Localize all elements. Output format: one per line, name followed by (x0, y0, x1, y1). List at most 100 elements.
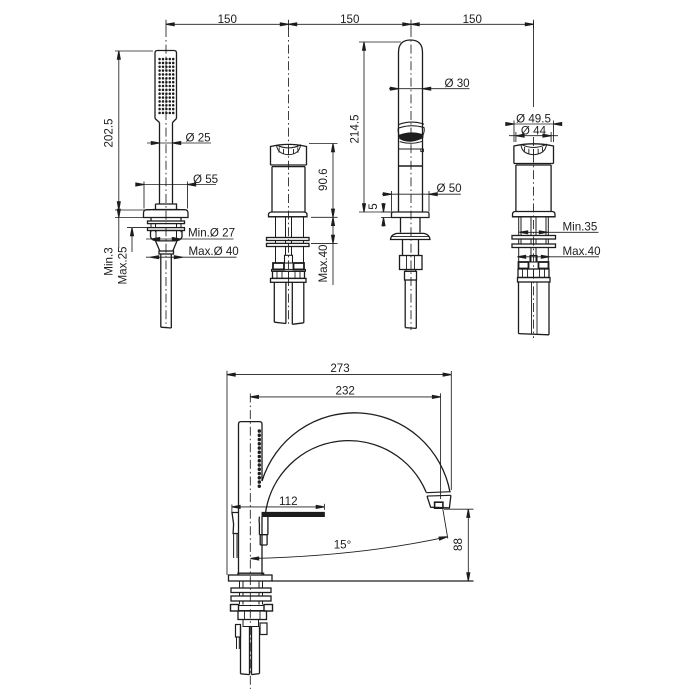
spout-dimensions: 214.5 Ø 30 Ø 50 5 (349, 41, 470, 227)
dimension-arrowhead (226, 372, 236, 377)
dimension-arrowhead (250, 394, 259, 399)
dimension-arrowhead (431, 394, 441, 399)
dimension-arrowhead (151, 236, 161, 242)
deck-min-label: Min.3 (103, 247, 116, 275)
dimension-arrowhead (116, 201, 121, 211)
hole-max-label: Max.Ø 40 (189, 245, 239, 258)
handle-valve-dimensions: 90.6 Max.40 (309, 143, 338, 285)
dimension-arrowhead (116, 50, 121, 60)
dimension-arrowhead (288, 22, 298, 27)
dimension-arrowhead (315, 504, 325, 509)
dimension-arrowhead (402, 22, 412, 27)
spout-dia-label: Ø 30 (445, 77, 470, 90)
spray-face-dots (158, 57, 175, 115)
dimension-arrowhead (382, 192, 392, 197)
dim-150-a: 150 (218, 13, 237, 26)
lever-handle (261, 511, 325, 518)
valve-deck-max-label: Max.40 (317, 244, 330, 282)
diverter-front-view (511, 21, 557, 338)
cap-dia-label: Ø 49.5 (516, 113, 551, 126)
dimension-arrowhead (129, 227, 135, 237)
hand-shower-front-view (142, 28, 189, 329)
hand-shower-height-label: 202.5 (102, 118, 115, 147)
dimension-arrowhead (250, 556, 260, 561)
angle-label: 15° (334, 539, 352, 552)
body-dia-label: Ø 44 (521, 124, 547, 137)
deck-plate-lower (511, 243, 557, 249)
diverter-dimensions: Ø 49.5 Ø 44 Min.35 Max.40 (505, 113, 601, 259)
deck-plate-upper (511, 234, 557, 240)
diverter-cap (513, 143, 555, 164)
spout-flange (390, 211, 430, 219)
spout-front-view (389, 28, 431, 330)
dimension-arrowhead (173, 255, 183, 260)
dimension-arrowhead (515, 133, 525, 138)
dimension-arrowhead (505, 121, 515, 127)
deck-plate-lower (265, 242, 310, 248)
dimension-arrowhead (330, 143, 336, 153)
side-plate-lower (230, 595, 272, 602)
dim-150-c: 150 (463, 13, 482, 26)
dimension-arrowhead (540, 254, 550, 259)
dimension-arrowhead (381, 203, 386, 213)
lever-dim-label: 112 (279, 495, 297, 508)
dimension-arrowhead (422, 86, 432, 91)
flange-thickness-label: 5 (367, 203, 380, 209)
dimension-arrowhead (361, 41, 367, 51)
dimension-arrowhead (361, 203, 367, 213)
spout-body (397, 39, 424, 212)
dimension-arrowhead (150, 140, 160, 146)
outlet-height-label: 88 (452, 538, 465, 551)
handle-valve-front-view (265, 28, 310, 326)
dimension-arrowhead (442, 372, 452, 377)
dimension-arrowhead (538, 230, 548, 235)
valve-height-label: 90.6 (317, 168, 330, 191)
spout-height-label: 214.5 (349, 114, 362, 143)
dimension-arrowhead (330, 208, 336, 218)
hand-shower-head (154, 49, 178, 119)
dimension-arrowhead (279, 22, 289, 27)
dimension-arrowhead (542, 133, 552, 138)
deck-max-label: Max.25 (117, 246, 130, 284)
spout-base-dia-label: Ø 50 (437, 182, 462, 195)
dimension-arrowhead (330, 234, 336, 244)
dimension-arrowhead (428, 192, 438, 197)
dimension-arrowhead (171, 236, 181, 242)
dimension-arrowhead (519, 230, 529, 235)
hand-shower-dimensions: 202.5 Min.3 Max.25 Ø 25 Ø 55 Min.Ø 27 Ma… (102, 50, 239, 285)
side-base-flange (227, 574, 273, 582)
dimension-arrowhead (172, 140, 182, 146)
angle-arc (250, 536, 448, 559)
diverter-flange (511, 210, 556, 218)
dimension-arrowhead (231, 504, 241, 509)
dim-150-b: 150 (340, 13, 359, 26)
dimension-arrowhead (330, 217, 336, 226)
reach-dim-label: 232 (336, 384, 355, 397)
side-shower-column (237, 420, 263, 575)
dimension-arrowhead (165, 22, 175, 27)
hand-shower-flange (142, 209, 189, 219)
deck-plate-upper (146, 220, 186, 225)
deck-plate-upper (265, 236, 310, 242)
dimension-arrowhead (517, 254, 527, 259)
dimension-arrowhead (466, 572, 471, 582)
spout-arc-outer (261, 412, 451, 493)
hole-min-label: Min.Ø 27 (188, 227, 235, 240)
dimension-arrowhead (135, 182, 145, 187)
side-assembled-view: 273 232 112 15° 88 (226, 362, 474, 689)
dimension-arrowhead (389, 86, 399, 91)
holder-clip (231, 511, 239, 535)
dimension-arrowhead (150, 255, 160, 260)
div-hole-max-label: Max.40 (563, 245, 601, 258)
dimension-arrowhead (116, 208, 121, 218)
flange-dia-label: Ø 55 (193, 173, 218, 186)
dimension-arrowhead (381, 217, 386, 227)
dimension-arrowhead (410, 22, 420, 27)
div-hole-min-label: Min.35 (563, 220, 598, 233)
handle-valve-flange (267, 211, 308, 218)
aerator (433, 501, 444, 510)
overall-dim-label: 273 (330, 362, 349, 375)
spout-outlet (398, 132, 424, 142)
